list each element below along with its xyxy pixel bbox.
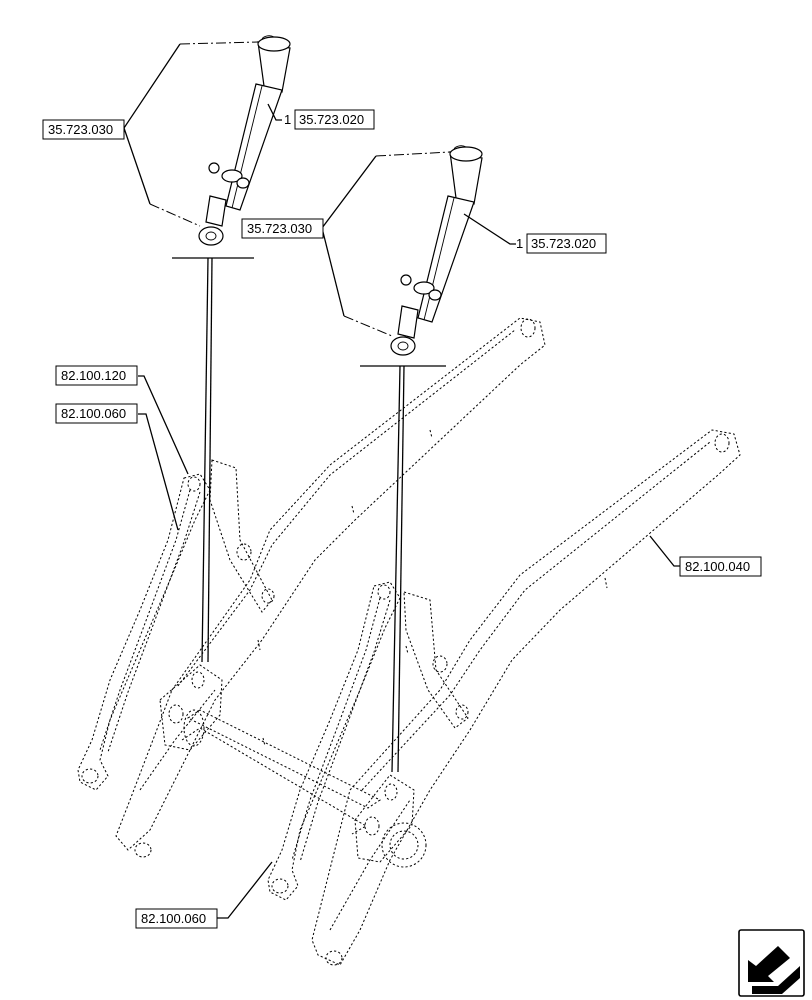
callout-cyl-left-part-text: 35.723.020 <box>299 112 364 127</box>
callout-cyl-right-ref[interactable]: 35.723.030 <box>241 218 324 239</box>
callout-cyl-left-ref[interactable]: 35.723.030 <box>42 119 125 140</box>
frame-leader-lines <box>138 375 680 919</box>
right-cylinder-centerline-top <box>375 151 451 157</box>
right-hydraulic-cylinder[interactable] <box>390 145 483 356</box>
callout-cyl-left-ref-text: 35.723.030 <box>48 122 113 137</box>
callout-cyl-right-part[interactable]: 35.723.020 <box>526 233 607 254</box>
callout-arm-left-ref-a[interactable]: 82.100.120 <box>55 365 138 386</box>
callout-cyl-right-ref-text: 35.723.030 <box>247 221 312 236</box>
callout-cyl-right-item: 1 <box>516 236 523 251</box>
callout-arm-right-ref-text: 82.100.040 <box>685 559 750 574</box>
next-page-arrow-icon[interactable] <box>738 929 805 997</box>
left-cylinder-centerline-top <box>179 41 259 45</box>
callout-cyl-left-part[interactable]: 35.723.020 <box>294 109 375 130</box>
callout-cyl-right-part-text: 35.723.020 <box>531 236 596 251</box>
callout-arm-left-ref-b-text: 82.100.060 <box>61 406 126 421</box>
cylinder-leader-lines <box>123 43 516 317</box>
assembly-alignment-lines <box>172 257 446 773</box>
callout-arm-right-ref[interactable]: 82.100.040 <box>679 556 762 577</box>
left-cylinder-centerline-bottom <box>149 203 201 227</box>
callout-arm-left-ref-a-text: 82.100.120 <box>61 368 126 383</box>
right-coupler-arm[interactable] <box>267 581 401 901</box>
loader-boom-frame[interactable] <box>115 317 741 966</box>
callout-bottom-ref[interactable]: 82.100.060 <box>135 908 218 929</box>
callout-arm-left-ref-b[interactable]: 82.100.060 <box>55 403 138 424</box>
callout-cyl-left-item: 1 <box>284 112 291 127</box>
right-cylinder-centerline-bottom <box>343 315 393 337</box>
left-coupler-arm[interactable] <box>77 473 211 791</box>
callout-bottom-ref-text: 82.100.060 <box>141 911 206 926</box>
left-hydraulic-cylinder[interactable] <box>198 35 291 246</box>
